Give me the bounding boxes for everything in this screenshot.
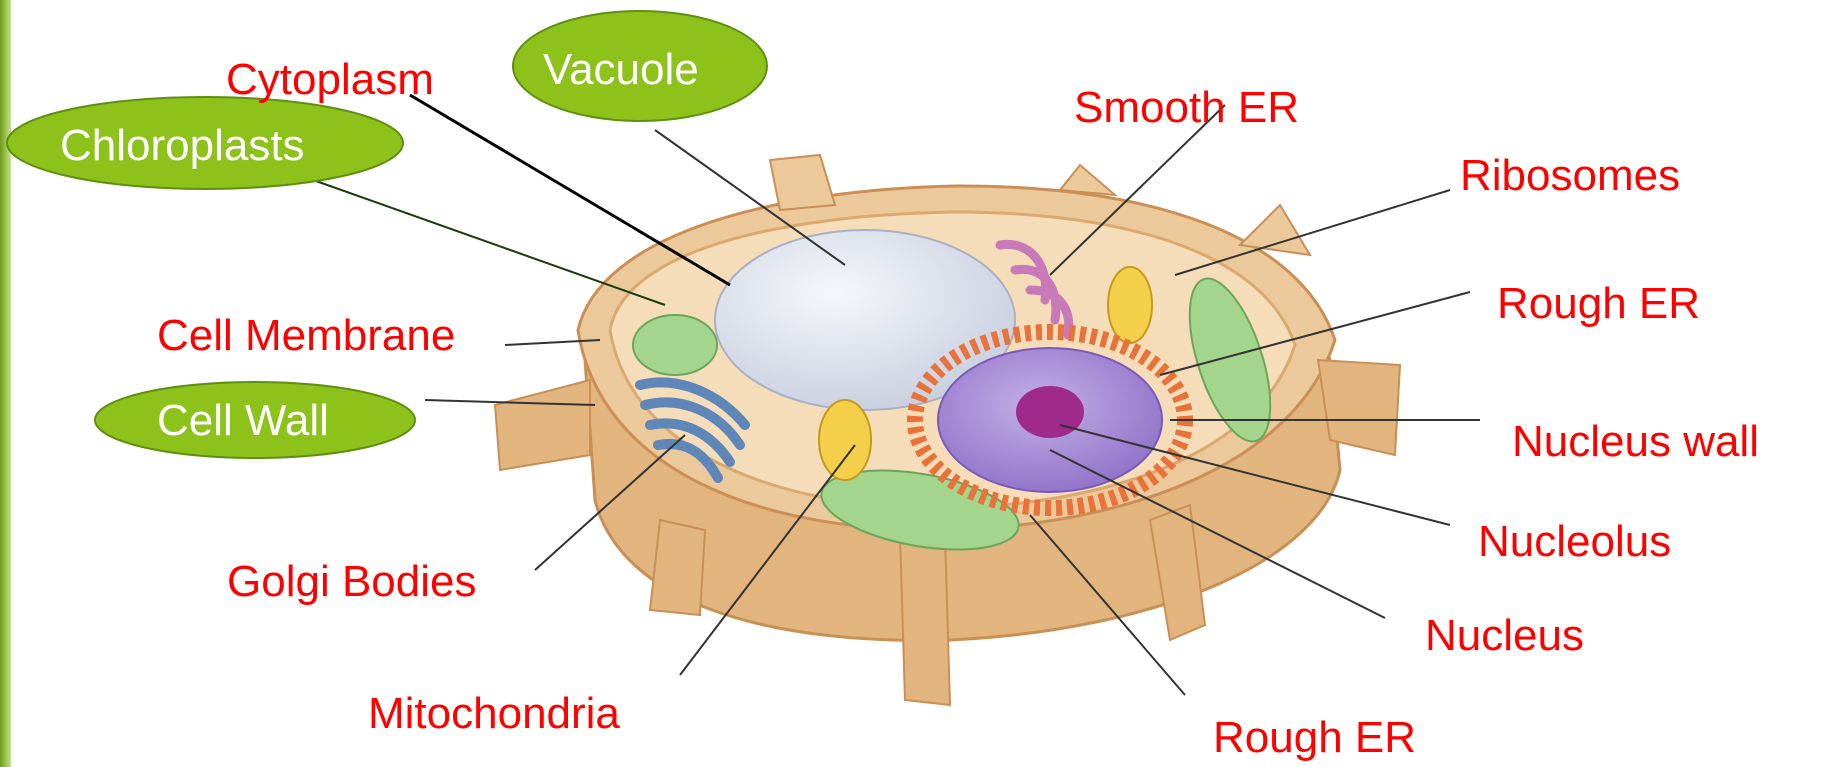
label-cell-wall: Cell Wall	[157, 399, 329, 443]
nucleolus-shape	[1016, 386, 1084, 438]
label-smooth-er: Smooth ER	[1074, 86, 1299, 130]
label-golgi-bodies: Golgi Bodies	[227, 560, 476, 604]
label-cell-membrane: Cell Membrane	[157, 314, 455, 358]
label-chloroplasts: Chloroplasts	[60, 124, 305, 168]
label-rough-er-top: Rough ER	[1497, 282, 1700, 326]
label-nucleus: Nucleus	[1425, 614, 1584, 658]
label-mitochondria: Mitochondria	[368, 692, 620, 736]
nucleus-shape	[915, 332, 1185, 508]
label-rough-er-bottom: Rough ER	[1213, 716, 1416, 760]
label-vacuole: Vacuole	[543, 48, 699, 92]
label-nucleus-wall: Nucleus wall	[1512, 420, 1759, 464]
label-ribosomes: Ribosomes	[1460, 154, 1680, 198]
label-nucleolus: Nucleolus	[1478, 520, 1671, 564]
label-cytoplasm: Cytoplasm	[226, 58, 434, 102]
